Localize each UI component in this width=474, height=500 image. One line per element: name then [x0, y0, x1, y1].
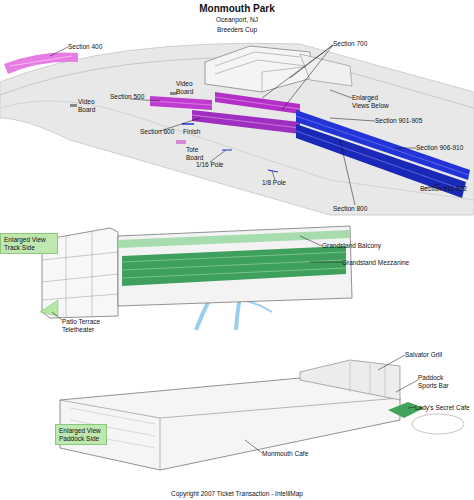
- seat-row: [10, 56, 72, 66]
- area-label: Monmouth Cafe: [262, 450, 308, 458]
- track-rail: [0, 101, 474, 200]
- section-label: Section 700: [333, 40, 367, 48]
- leader-line: [245, 355, 418, 453]
- section-label: Section 500: [110, 93, 144, 101]
- section-label: Section 906-910: [416, 144, 463, 152]
- video-board: [70, 104, 77, 107]
- track-marker: 1/16 Pole: [196, 161, 223, 169]
- track-marker: 1/8 Pole: [262, 179, 286, 187]
- section-label: Section 400: [68, 43, 102, 51]
- subtitle: Oceanport, NJ: [0, 16, 474, 24]
- section-600: [192, 110, 300, 134]
- clubhouse-building: [60, 378, 400, 470]
- seat-row: [296, 116, 469, 190]
- seat-row: [122, 252, 346, 278]
- track-infield: [0, 43, 474, 215]
- board-label: Video Board: [176, 80, 200, 95]
- subtitle: Breeders Cup: [0, 26, 474, 34]
- area-label: Paddock Sports Bar: [418, 374, 454, 389]
- copyright-note: Copyright 2007 Ticket Transaction - Inte…: [0, 490, 474, 498]
- pole-marker: [222, 150, 278, 172]
- note-label: Enlarged Views Below: [352, 94, 396, 109]
- box-text: Enlarged View Track Side: [4, 236, 54, 251]
- building-line: [350, 362, 385, 397]
- tote-board: [176, 140, 186, 144]
- grandstand-mezzanine: [122, 246, 346, 286]
- seat-row: [150, 97, 300, 128]
- area-label: Patio Terrace Teletheater: [62, 318, 118, 333]
- section-label: Section 800: [333, 205, 367, 213]
- enlarged-view-box: Enlarged View Paddock Side: [55, 424, 107, 445]
- leader-line: [52, 236, 342, 320]
- map-title: Monmouth Park: [0, 3, 474, 14]
- box-text: Enlarged View Paddock Side: [59, 427, 103, 442]
- patio-terrace: [40, 300, 58, 316]
- area-label: Grandstand Balcony: [322, 242, 381, 250]
- section-label: Section 901-905: [375, 117, 422, 125]
- grandstand-building: [300, 54, 352, 86]
- building-line: [60, 398, 400, 470]
- area-label: Lady's Secret Cafe: [415, 404, 470, 412]
- section-label: Section 600: [140, 128, 174, 136]
- video-board: [170, 92, 177, 95]
- paddock-ring: [412, 414, 464, 434]
- section-label: Section 911-922: [420, 185, 467, 193]
- area-label: Grandstand Mezzanine: [342, 259, 409, 267]
- leader-line: [50, 45, 440, 205]
- area-label: Salvator Grill: [405, 351, 442, 359]
- board-label: Video Board: [78, 98, 102, 113]
- enlarged-view-box: Enlarged View Track Side: [0, 233, 58, 254]
- track-marker: Finish: [183, 128, 200, 136]
- section-400: [4, 52, 78, 74]
- board-label: Tote Board: [186, 146, 206, 161]
- grandstand-building: [205, 46, 312, 92]
- grandstand-balcony: [118, 230, 350, 248]
- grandstand-building: [118, 226, 352, 306]
